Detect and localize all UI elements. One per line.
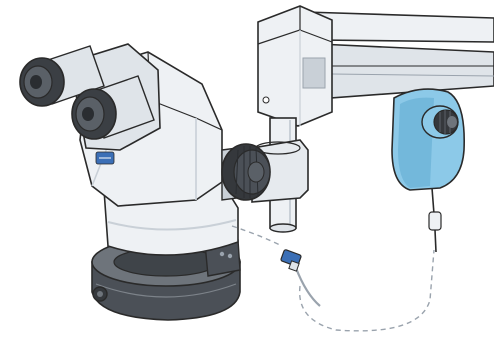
cable-dashed-route [232,226,434,331]
focusing-knob [222,144,270,200]
arm-label-plate [303,58,325,88]
connector-cable [232,226,434,331]
light-controller [392,89,464,252]
controller-knob [422,106,458,138]
cable-plug [280,249,301,271]
controller-ferrite [429,212,441,230]
arm-beam-upper [305,12,494,42]
arm-beam-lower [318,44,494,98]
